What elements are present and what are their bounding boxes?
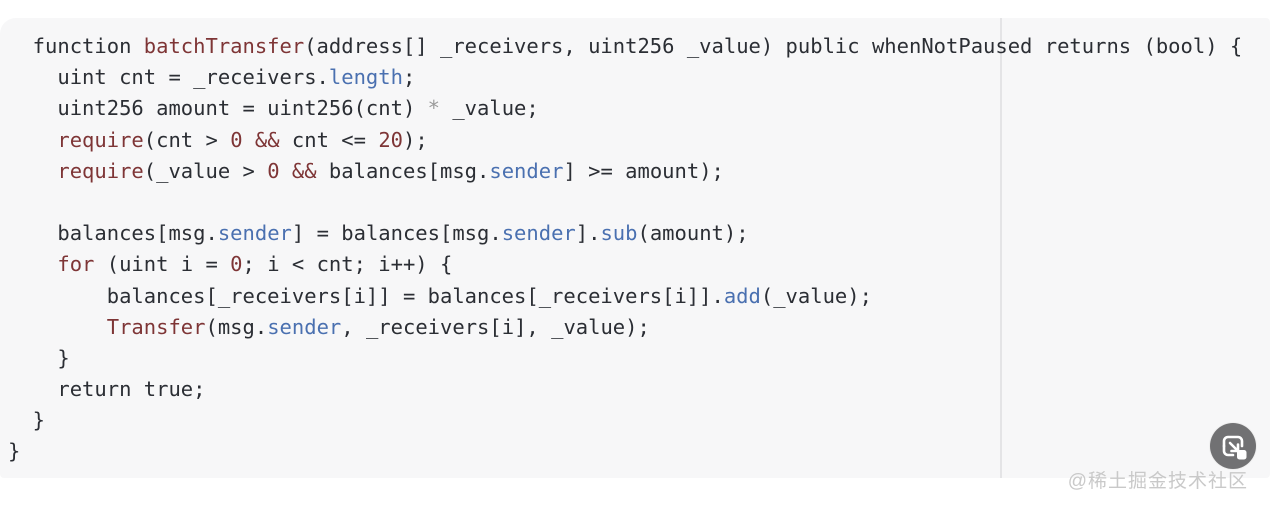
code-token: [280, 159, 292, 183]
code-token: add: [723, 283, 761, 308]
code-line: function batchTransfer(address[] _receiv…: [8, 31, 1243, 62]
code-line: Transfer(msg.sender, _receivers[i], _val…: [8, 312, 1242, 343]
code-token: [8, 252, 57, 276]
code-line: require(cnt > 0 && cnt <= 20);: [8, 125, 1242, 156]
code-token: 0: [230, 127, 243, 152]
code-block: function batchTransfer(address[] _receiv…: [0, 18, 1270, 478]
code-token: return true;: [8, 377, 206, 402]
code-token: ].: [575, 221, 601, 246]
code-token: ; i < cnt; i++) {: [242, 252, 453, 277]
code-token: (amount);: [637, 221, 749, 246]
code-token: cnt <=: [279, 127, 379, 152]
code-token: require: [57, 127, 144, 152]
code-line: uint cnt = _receivers.length;: [8, 62, 1242, 93]
code-token: );: [403, 127, 428, 152]
code-token: 0: [230, 252, 243, 277]
code-token: &&: [254, 127, 280, 152]
code-line: }: [8, 405, 1242, 436]
watermark-text: @稀土掘金技术社区: [1067, 471, 1248, 492]
code-token: , _receivers[i], _value);: [341, 314, 650, 339]
code-token: sub: [600, 221, 638, 246]
code-token: _value;: [439, 96, 539, 121]
expand-image-icon: [1210, 423, 1256, 469]
code-line: require(_value > 0 && balances[msg.sende…: [8, 156, 1242, 187]
code-token: (address[] _receivers, uint256 _value) p…: [304, 34, 1243, 58]
code-line: }: [8, 436, 1242, 467]
code-token: [243, 128, 255, 152]
expand-image-button[interactable]: [1209, 422, 1257, 470]
code-token: &&: [291, 158, 317, 183]
code-token: balances[_receivers[i]] = balances[_rece…: [8, 283, 724, 308]
code-line: [8, 187, 1242, 218]
code-token: [8, 128, 57, 152]
code-token: balances[msg.: [8, 221, 218, 246]
code-token: sender: [501, 221, 576, 246]
code-line: balances[msg.sender] = balances[msg.send…: [8, 218, 1242, 249]
code-token: ] >= amount);: [563, 158, 724, 183]
code-lines: function batchTransfer(address[] _receiv…: [0, 18, 1242, 468]
code-token: batchTransfer: [143, 34, 305, 58]
code-line: for (uint i = 0; i < cnt; i++) {: [8, 249, 1242, 280]
code-token: sender: [267, 314, 342, 339]
code-token: (_value >: [143, 158, 268, 183]
code-token: 20: [378, 127, 403, 152]
code-token: (_value);: [760, 283, 872, 308]
code-token: }: [8, 439, 21, 464]
code-token: uint256 amount = uint256(cnt): [8, 96, 428, 121]
code-token: (msg.: [205, 314, 268, 339]
code-token: (uint i =: [94, 252, 231, 277]
code-token: length: [328, 65, 403, 90]
code-token: (cnt >: [143, 127, 231, 152]
code-token: 0: [267, 158, 280, 183]
code-token: sender: [217, 221, 292, 246]
code-line: uint256 amount = uint256(cnt) * _value;: [8, 93, 1242, 124]
editor-ruler-line: [1000, 18, 1002, 478]
code-token: require: [57, 158, 144, 183]
code-token: uint cnt = _receivers.: [8, 65, 329, 90]
code-token: ;: [402, 65, 416, 90]
code-token: }: [8, 408, 46, 433]
code-token: }: [8, 345, 70, 370]
code-token: Transfer: [106, 314, 206, 339]
code-token: function: [8, 34, 144, 58]
code-line: }: [8, 343, 1242, 374]
code-token: *: [427, 96, 440, 121]
code-token: sender: [489, 158, 564, 183]
code-line: balances[_receivers[i]] = balances[_rece…: [8, 281, 1242, 312]
code-token: ] = balances[msg.: [291, 221, 502, 246]
code-token: balances[msg.: [316, 158, 490, 183]
code-token: [8, 315, 107, 339]
code-token: [8, 159, 57, 183]
code-token: for: [57, 252, 95, 277]
code-line: return true;: [8, 374, 1242, 405]
